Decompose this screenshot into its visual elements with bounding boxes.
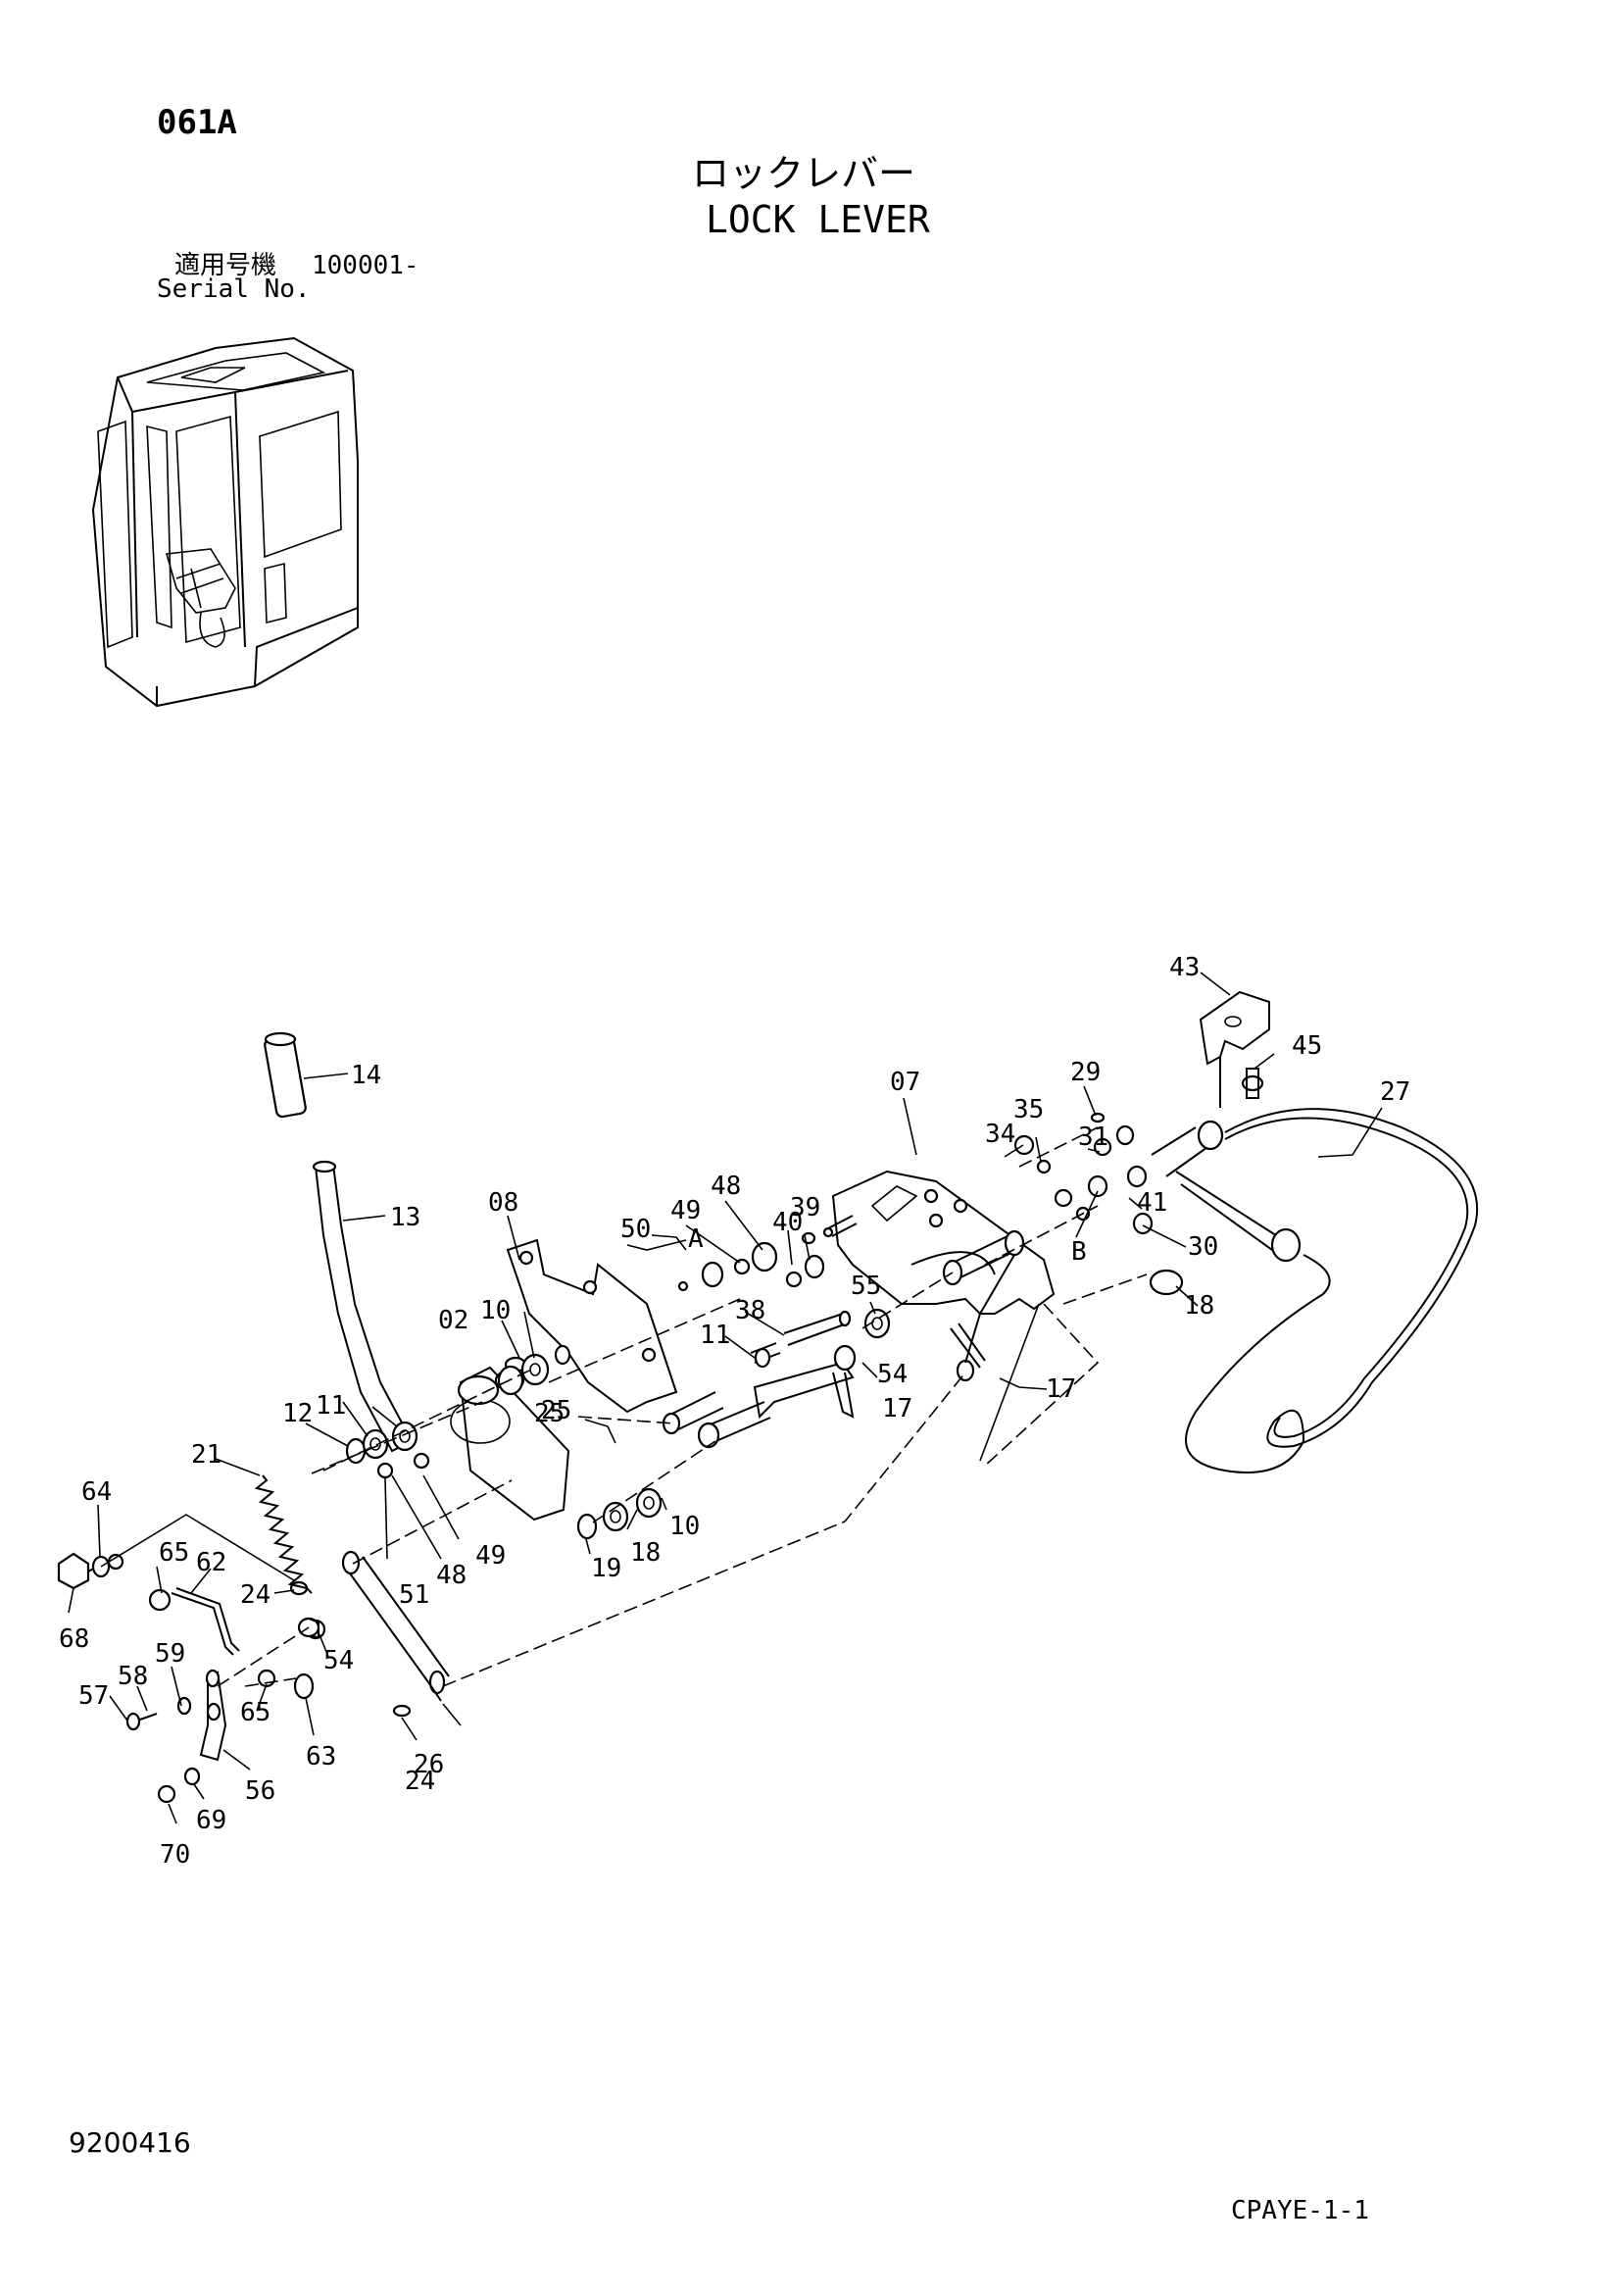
callout-48: 48 [436, 1561, 467, 1590]
callout-A: A [688, 1224, 704, 1254]
callout-25: 25 [534, 1399, 565, 1428]
callout-34: 34 [985, 1120, 1015, 1149]
pin-63-part [293, 1672, 315, 1700]
callout-18: 18 [1184, 1291, 1214, 1321]
callout-48: 48 [711, 1172, 741, 1201]
callout-07: 07 [890, 1068, 920, 1097]
callout-17: 17 [1046, 1374, 1076, 1404]
callout-65: 65 [240, 1698, 270, 1727]
callout-21: 21 [191, 1440, 221, 1470]
group-outline [100, 1303, 1040, 1581]
callout-64: 64 [81, 1477, 112, 1507]
callout-40: 40 [772, 1208, 803, 1237]
bolt-68-part [57, 1552, 124, 1590]
bracket-43-part [1199, 990, 1270, 1108]
callout-63: 63 [306, 1742, 336, 1772]
cylinder-part [341, 1550, 450, 1702]
document-number: 9200416 [69, 2126, 191, 2159]
callout-49: 49 [670, 1196, 701, 1225]
lever-knob-part [264, 1031, 307, 1119]
callout-24: 24 [240, 1580, 270, 1610]
latch-part [753, 1254, 1015, 1420]
callout-57: 57 [78, 1681, 109, 1711]
callout-39: 39 [790, 1193, 820, 1223]
cab-thumbnail [91, 336, 359, 708]
lock-lever-assembly [57, 990, 1479, 1804]
callout-54: 54 [877, 1360, 908, 1389]
callout-17: 17 [882, 1394, 912, 1423]
link-56-part [199, 1669, 227, 1762]
rod-62-part [171, 1587, 240, 1656]
callout-68: 68 [59, 1624, 89, 1654]
callout-12: 12 [282, 1399, 313, 1428]
leader-lines [68, 972, 1383, 1824]
callout-41: 41 [1137, 1188, 1167, 1218]
callout-08: 08 [488, 1188, 518, 1218]
callout-43: 43 [1169, 953, 1200, 982]
callout-14: 14 [351, 1061, 381, 1090]
cable-27-part [1151, 1108, 1479, 1473]
callout-49: 49 [475, 1541, 506, 1571]
callout-38: 38 [735, 1296, 765, 1325]
callout-24: 24 [405, 1767, 435, 1796]
callout-51: 51 [399, 1580, 429, 1610]
callout-26: 26 [414, 1750, 444, 1779]
callout-35: 35 [1013, 1095, 1044, 1124]
bolt-57-part [125, 1712, 158, 1731]
callout-29: 29 [1070, 1058, 1101, 1087]
callout-69: 69 [196, 1806, 226, 1835]
serial-range: 100001- [312, 251, 419, 280]
serial-label-english: Serial No. [157, 275, 311, 304]
callout-70: 70 [160, 1840, 190, 1870]
page-reference: CPAYE-1-1 [1231, 2196, 1369, 2225]
callout-25: 25 [541, 1396, 571, 1425]
callout-31: 31 [1078, 1123, 1108, 1152]
callout-10: 10 [669, 1512, 700, 1541]
plate-08-part [506, 1238, 678, 1414]
title-japanese: ロックレバー [692, 152, 916, 195]
callout-19: 19 [591, 1554, 621, 1583]
callout-62: 62 [196, 1548, 226, 1577]
small-parts [148, 1112, 1184, 1804]
callout-27: 27 [1380, 1077, 1410, 1107]
callout-58: 58 [118, 1662, 148, 1691]
callout-13: 13 [390, 1203, 420, 1232]
page-code: 061A [157, 103, 237, 142]
spring-part [254, 1474, 313, 1594]
assembly-lines [217, 1126, 1148, 1687]
callout-11: 11 [316, 1391, 346, 1421]
callout-02: 02 [438, 1306, 468, 1335]
serial-label-japanese: 適用号機 [174, 251, 277, 280]
callout-59: 59 [155, 1639, 185, 1669]
callout-B: B [1071, 1237, 1087, 1267]
callout-45: 45 [1292, 1031, 1322, 1061]
callout-11: 11 [700, 1321, 730, 1350]
callout-18: 18 [630, 1538, 661, 1568]
callout-10: 10 [480, 1296, 511, 1325]
callout-55: 55 [851, 1272, 881, 1301]
callout-30: 30 [1188, 1232, 1218, 1262]
callout-56: 56 [245, 1776, 275, 1806]
shafts [662, 1215, 1025, 1449]
base-plate-07-part [831, 1170, 1056, 1315]
title-english: LOCK LEVER [706, 198, 930, 241]
callout-54: 54 [323, 1646, 354, 1675]
callout-50: 50 [620, 1215, 651, 1244]
callout-65: 65 [159, 1538, 189, 1568]
